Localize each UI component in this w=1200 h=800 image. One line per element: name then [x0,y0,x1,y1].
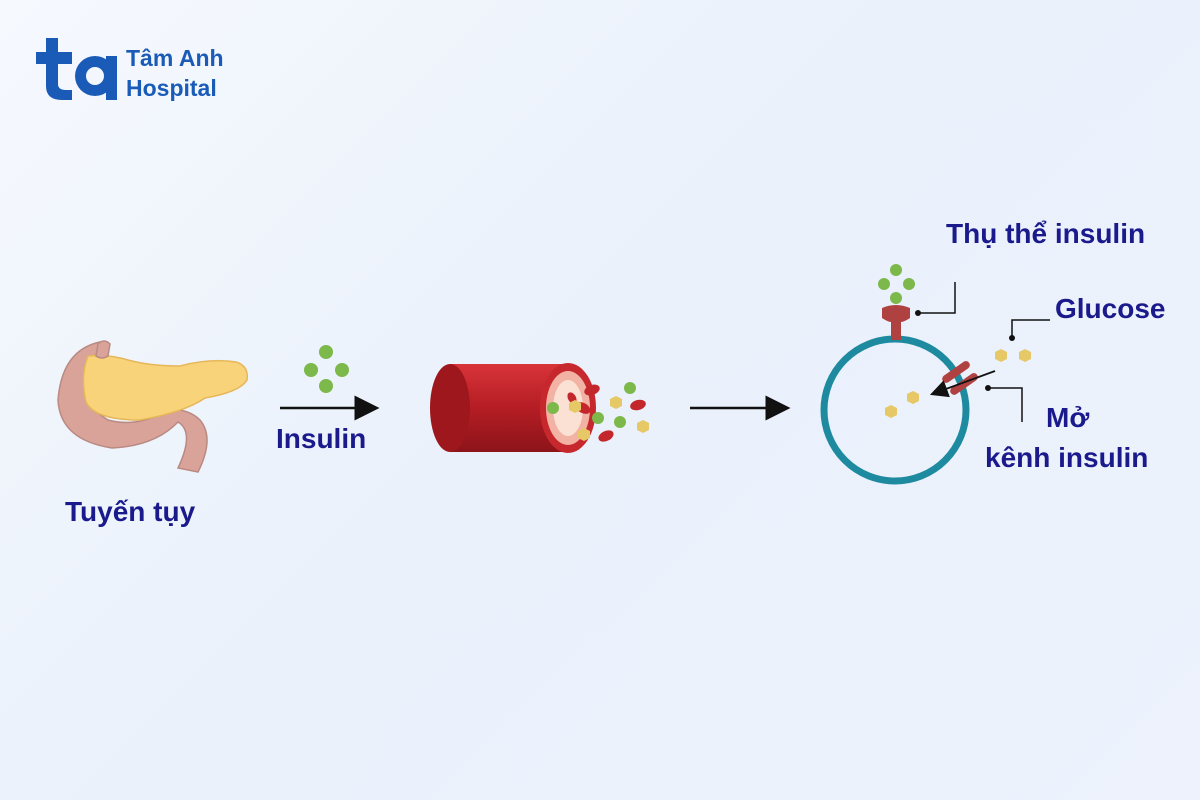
glucose-inside [885,391,919,418]
glucose-label: Glucose [1055,293,1166,324]
channel-leader-line [988,387,1023,422]
logo-line2: Hospital [126,75,217,101]
pancreas-label: Tuyến tụy [65,496,196,527]
receptor-label: Thụ thể insulin [946,218,1146,249]
blood-contents [547,382,649,442]
insulin-molecules [304,345,349,393]
insulin-label: Insulin [276,423,367,454]
channel-label-line1: Mở [1046,402,1090,433]
receptor-insulin [878,264,915,304]
pancreas-illustration [57,340,249,473]
glucose-entry-arrow [929,370,996,398]
glucose-leader-line [1011,319,1050,338]
logo-mark [36,38,117,100]
channel-label-line2: kênh insulin [985,442,1149,473]
glucose-outside [995,349,1031,362]
logo-line1: Tâm Anh [126,45,224,71]
receptor-leader-line [918,282,956,314]
insulin-receptor [882,305,910,340]
glucose-channel [942,361,978,395]
